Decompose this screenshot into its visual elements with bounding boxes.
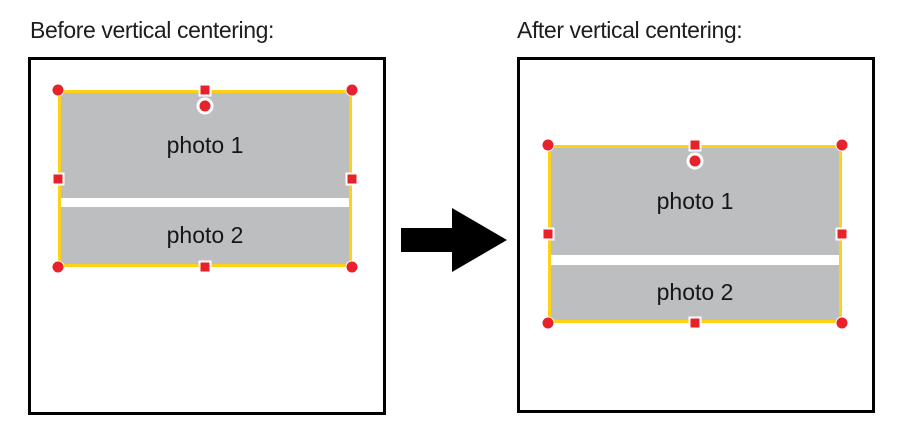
- resize-handle-top-left-icon[interactable]: [52, 84, 64, 96]
- before-panel-title: Before vertical centering:: [30, 17, 275, 43]
- resize-handle-top-left-icon[interactable]: [542, 139, 554, 151]
- resize-handle-top-center-icon[interactable]: [688, 138, 702, 152]
- arrow-right-icon: [401, 208, 507, 272]
- resize-handle-top-right-icon[interactable]: [836, 139, 848, 151]
- resize-handle-bottom-right-icon[interactable]: [346, 261, 358, 273]
- selection-frame: photo 1 photo 2: [58, 90, 352, 267]
- resize-handle-middle-left-icon[interactable]: [541, 227, 555, 241]
- photo-frame-2[interactable]: photo 2: [551, 265, 839, 320]
- photo-label: photo 1: [656, 188, 734, 214]
- photo-gap: [551, 255, 839, 265]
- resize-handle-bottom-right-icon[interactable]: [836, 317, 848, 329]
- resize-handle-bottom-left-icon[interactable]: [542, 317, 554, 329]
- photo-frame-2[interactable]: photo 2: [61, 207, 349, 264]
- resize-handle-middle-right-icon[interactable]: [835, 227, 849, 241]
- resize-handle-middle-left-icon[interactable]: [51, 172, 65, 185]
- page-canvas-after[interactable]: photo 1 photo 2: [517, 57, 875, 413]
- selected-photo-group[interactable]: photo 1 photo 2: [541, 138, 849, 330]
- rotate-handle-icon[interactable]: [686, 152, 704, 170]
- rotate-handle-icon[interactable]: [196, 97, 214, 115]
- photo-label: photo 2: [166, 222, 244, 248]
- resize-handle-bottom-center-icon[interactable]: [198, 260, 212, 274]
- resize-handle-top-right-icon[interactable]: [346, 84, 358, 96]
- resize-handle-middle-right-icon[interactable]: [345, 172, 359, 185]
- page-canvas-before[interactable]: photo 1 photo 2: [28, 57, 386, 415]
- photo-label: photo 1: [166, 132, 244, 158]
- resize-handle-bottom-center-icon[interactable]: [688, 316, 702, 330]
- resize-handle-bottom-left-icon[interactable]: [52, 261, 64, 273]
- resize-handle-top-center-icon[interactable]: [198, 83, 212, 97]
- after-panel-title: After vertical centering:: [517, 17, 743, 43]
- photo-label: photo 2: [656, 279, 734, 305]
- photo-frame-1[interactable]: photo 1: [551, 148, 839, 255]
- selection-frame: photo 1 photo 2: [548, 145, 842, 323]
- selected-photo-group[interactable]: photo 1 photo 2: [51, 83, 359, 274]
- photo-gap: [61, 198, 349, 207]
